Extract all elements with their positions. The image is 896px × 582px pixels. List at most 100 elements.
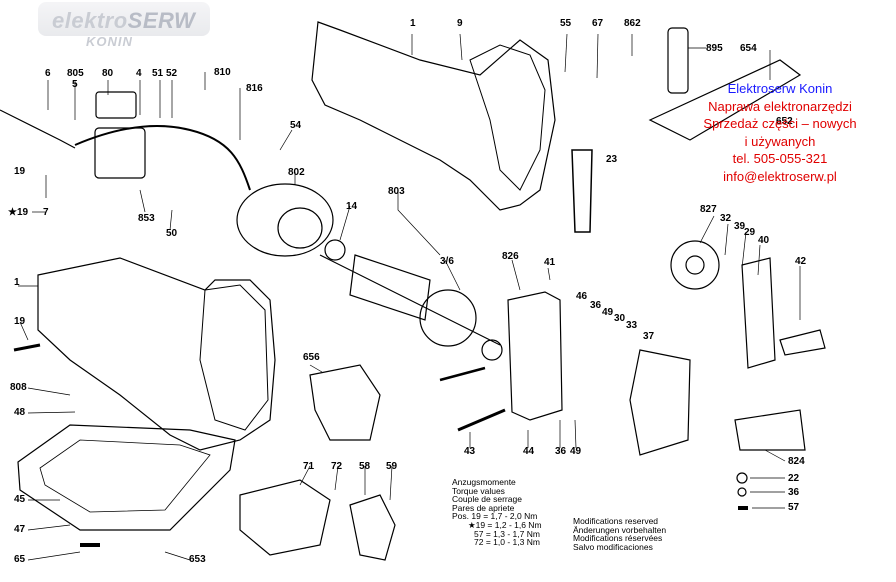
callout-part: 44 — [523, 446, 535, 457]
callout-part: 58 — [359, 461, 371, 472]
torque-heading-fr: Couple de serrage — [452, 494, 522, 505]
plunger-guide — [741, 257, 776, 369]
callout-part: 57 — [788, 502, 800, 513]
callout-part: 802 — [288, 167, 305, 178]
elektroserw-logo: elektroSERW KONIN — [38, 2, 210, 52]
callout-part: 67 — [592, 18, 604, 29]
logo-background — [38, 2, 210, 36]
callout-part: 824 — [788, 456, 805, 467]
switch-housing — [94, 127, 146, 179]
callout-part: 803 — [388, 186, 405, 197]
torque-heading-es: Pares de apriete — [452, 502, 515, 513]
callout-part: 41 — [544, 257, 556, 268]
callout-part: 862 — [624, 18, 641, 29]
shop-email: info@elektroserw.pl — [723, 168, 837, 184]
callout-part: 71 — [303, 461, 315, 472]
callout-part: 39 — [734, 221, 746, 232]
callout-part: 43 — [464, 446, 476, 457]
callout-part: 805 — [67, 68, 84, 79]
torque-row: 57 = 1,3 - 1,7 Nm — [474, 528, 540, 539]
base-adapter-71 — [239, 479, 331, 556]
shop-name: Elektroserw Konin — [727, 81, 833, 96]
callout-part: 49 — [570, 446, 582, 457]
switch-wiring — [74, 124, 251, 191]
shop-advertisement: Elektroserw Konin Naprawa elektronarzędz… — [668, 80, 892, 185]
ad-line-sales: Sprzedaż części – nowych — [703, 116, 857, 131]
callout-part: 1 — [410, 18, 416, 29]
callout-part: 55 — [560, 18, 572, 29]
callout-part: 29 — [744, 227, 756, 238]
gear-827-hub — [685, 255, 705, 275]
power-cord — [0, 109, 76, 149]
screw-19 — [13, 343, 41, 352]
vacuum-adapter-654 — [648, 59, 802, 141]
base-plate-inner — [39, 439, 211, 513]
callout-part: 5 — [72, 79, 78, 90]
callout-part: 656 — [303, 352, 320, 363]
callout-part: 59 — [386, 461, 398, 472]
ad-line-repair: Naprawa elektronarzędzi — [708, 98, 852, 114]
callout-part: 1 — [14, 277, 20, 288]
callout-part: 50 — [166, 228, 178, 239]
callout-part: 827 — [700, 204, 717, 215]
callout-part: 653 — [189, 554, 206, 565]
callout-part: 816 — [246, 83, 263, 94]
torque-row: 72 = 1,0 - 1,3 Nm — [474, 537, 540, 548]
torque-row: ★19 = 1,2 - 1,6 Nm — [468, 519, 542, 530]
callout-part: 895 — [706, 43, 723, 54]
callout-part: 49 — [602, 307, 614, 318]
motor-stator — [236, 183, 334, 257]
callout-part: 40 — [758, 235, 770, 246]
lever-58 — [349, 494, 396, 561]
torque-values-table: Anzugsmomente Torque values Couple de se… — [452, 478, 542, 547]
callout-part: 853 — [138, 213, 155, 224]
logo-subtitle: KONIN — [86, 34, 133, 49]
shop-phone: tel. 505-055-321 — [732, 151, 828, 166]
callout-part: 14 — [346, 201, 358, 212]
torque-heading-en: Torque values — [452, 485, 505, 496]
callout-part: 19 — [14, 316, 26, 327]
callout-part: 23 — [606, 154, 618, 165]
housing-half-lower — [37, 257, 276, 451]
callout-part: 46 — [576, 291, 588, 302]
ad-line-used: i używanych — [744, 133, 816, 149]
bearing-14 — [324, 239, 346, 261]
armature-fan — [419, 289, 477, 347]
logo-wordmark: elektroSERW — [52, 8, 196, 33]
callout-part: 19 — [14, 166, 26, 177]
callout-part: 33 — [626, 320, 638, 331]
callout-part: 47 — [14, 524, 26, 535]
callout-part: 45 — [14, 494, 26, 505]
callout-part: 652 — [776, 116, 793, 127]
callout-part: 4 — [136, 68, 142, 79]
mods-line: Modifications réservées — [573, 533, 663, 544]
motor-stator-bore — [277, 207, 323, 249]
callout-part: 32 — [720, 213, 732, 224]
callout-part: 48 — [14, 407, 26, 418]
shaft-dowel — [439, 366, 486, 382]
mods-line: Änderungen vorbehalten — [573, 524, 667, 535]
blade-guard-824 — [734, 409, 806, 451]
callout-part: ★19 — [8, 207, 29, 218]
armature-shaft — [319, 254, 501, 346]
callout-part: 36 — [590, 300, 602, 311]
torque-row: Pos. 19 = 1,7 - 2,0 Nm — [452, 511, 538, 522]
callout-part: 36 — [788, 487, 800, 498]
support-plate-37 — [629, 349, 691, 456]
housing-half-upper — [311, 21, 556, 211]
callout-part: 37 — [643, 331, 655, 342]
leader-lines — [18, 33, 801, 561]
chip-guard — [309, 364, 381, 441]
bearing-front — [481, 339, 503, 361]
callout-part: 810 — [214, 67, 231, 78]
callout-part: 54 — [290, 120, 302, 131]
spring-22 — [736, 472, 748, 484]
shaft-43 — [457, 408, 506, 432]
capacitor-80 — [95, 91, 137, 119]
callout-part: 42 — [795, 256, 807, 267]
mods-line: Modifications reserved — [573, 516, 659, 526]
callout-part: 22 — [788, 473, 800, 484]
gearbox-frame — [507, 291, 563, 421]
callout-part: 36 — [555, 446, 567, 457]
